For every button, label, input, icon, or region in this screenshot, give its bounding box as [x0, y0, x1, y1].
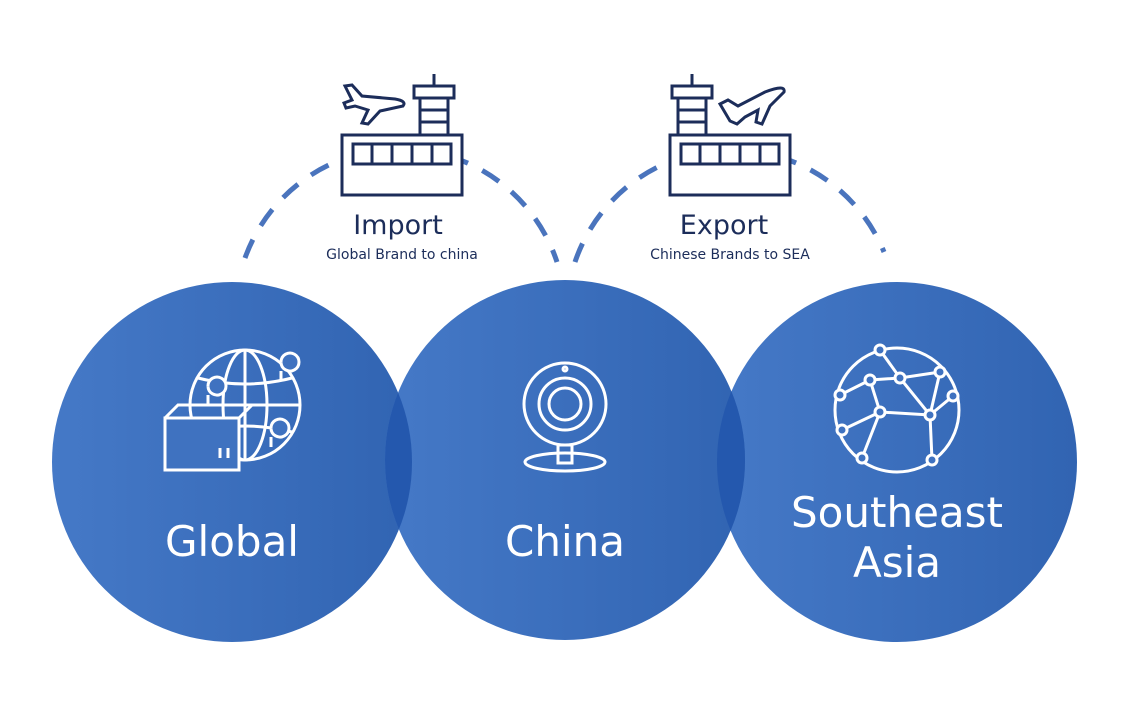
china-label: China [505, 517, 625, 566]
china-circle [385, 280, 745, 640]
import-subtitle: Global Brand to china [326, 247, 478, 263]
airport-import-icon [340, 74, 464, 197]
webcam-icon [522, 361, 608, 473]
export-subtitle: Chinese Brands to SEA [650, 247, 810, 263]
import-title: Import [353, 210, 443, 241]
export-dashed-arc [572, 147, 887, 263]
global-label: Global [165, 517, 299, 566]
southeast-asia-circle [717, 282, 1077, 642]
southeast-asia-label-line1: Southeast [791, 488, 1003, 537]
southeast-asia-label-line2: Asia [853, 538, 941, 587]
export-title: Export [680, 210, 768, 241]
network-globe-icon [833, 343, 961, 474]
globe-box-icon [163, 348, 302, 472]
airport-export-icon [668, 74, 792, 197]
